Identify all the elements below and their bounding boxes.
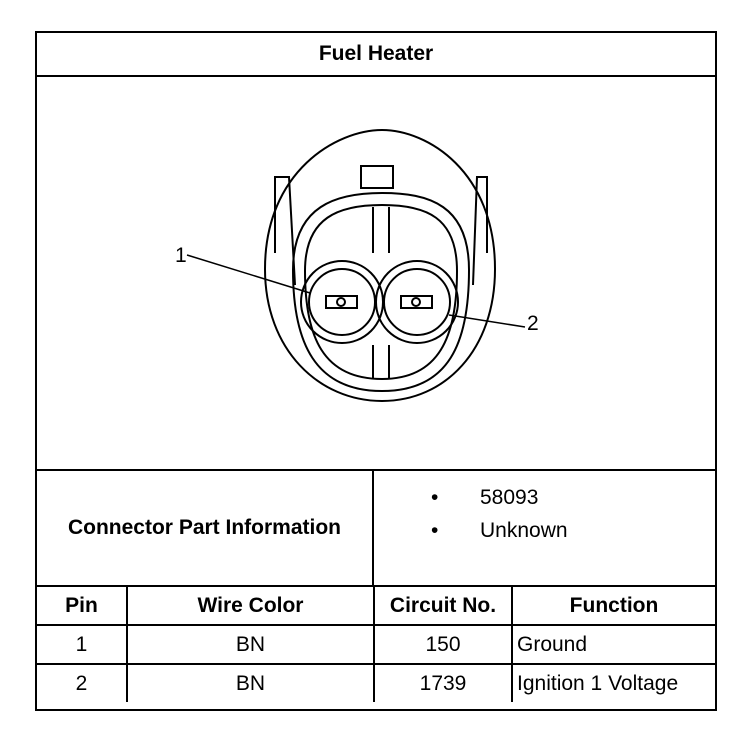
connector-sheet: Fuel Heater	[35, 31, 717, 711]
cell-wire-color: BN	[126, 663, 375, 702]
connector-info-row: Connector Part Information • 58093 • Unk…	[37, 469, 715, 587]
connector-face-drawing	[186, 128, 526, 403]
connector-info-label: Connector Part Information	[37, 471, 374, 585]
connector-diagram: 1 2	[37, 75, 715, 469]
cell-function: Ground	[511, 624, 715, 665]
table-header-row: Pin Wire Color Circuit No. Function	[37, 587, 715, 626]
table-row: 2 BN 1739 Ignition 1 Voltage	[37, 663, 715, 702]
part-number: 58093	[480, 486, 539, 509]
connector-info-item: • 58093	[374, 481, 715, 514]
header-function: Function	[511, 587, 715, 626]
header-wire-color: Wire Color	[126, 587, 375, 626]
part-description: Unknown	[480, 519, 568, 542]
connector-info-list: • 58093 • Unknown	[374, 481, 715, 547]
pin-1-callout: 1	[175, 244, 187, 267]
cell-wire-color: BN	[126, 624, 375, 665]
cell-function: Ignition 1 Voltage	[511, 663, 715, 702]
cell-circuit-no: 1739	[373, 663, 513, 702]
connector-title: Fuel Heater	[37, 33, 715, 77]
pinout-table: Pin Wire Color Circuit No. Function 1 BN…	[37, 587, 715, 702]
connector-info-item: • Unknown	[374, 514, 715, 547]
cell-pin: 1	[37, 624, 128, 665]
header-pin: Pin	[37, 587, 128, 626]
table-row: 1 BN 150 Ground	[37, 624, 715, 665]
bullet-icon: •	[431, 519, 439, 542]
header-circuit-no: Circuit No.	[373, 587, 513, 626]
cell-pin: 2	[37, 663, 128, 702]
bullet-icon: •	[431, 486, 439, 509]
cell-circuit-no: 150	[373, 624, 513, 665]
pin-2-callout: 2	[527, 312, 539, 335]
